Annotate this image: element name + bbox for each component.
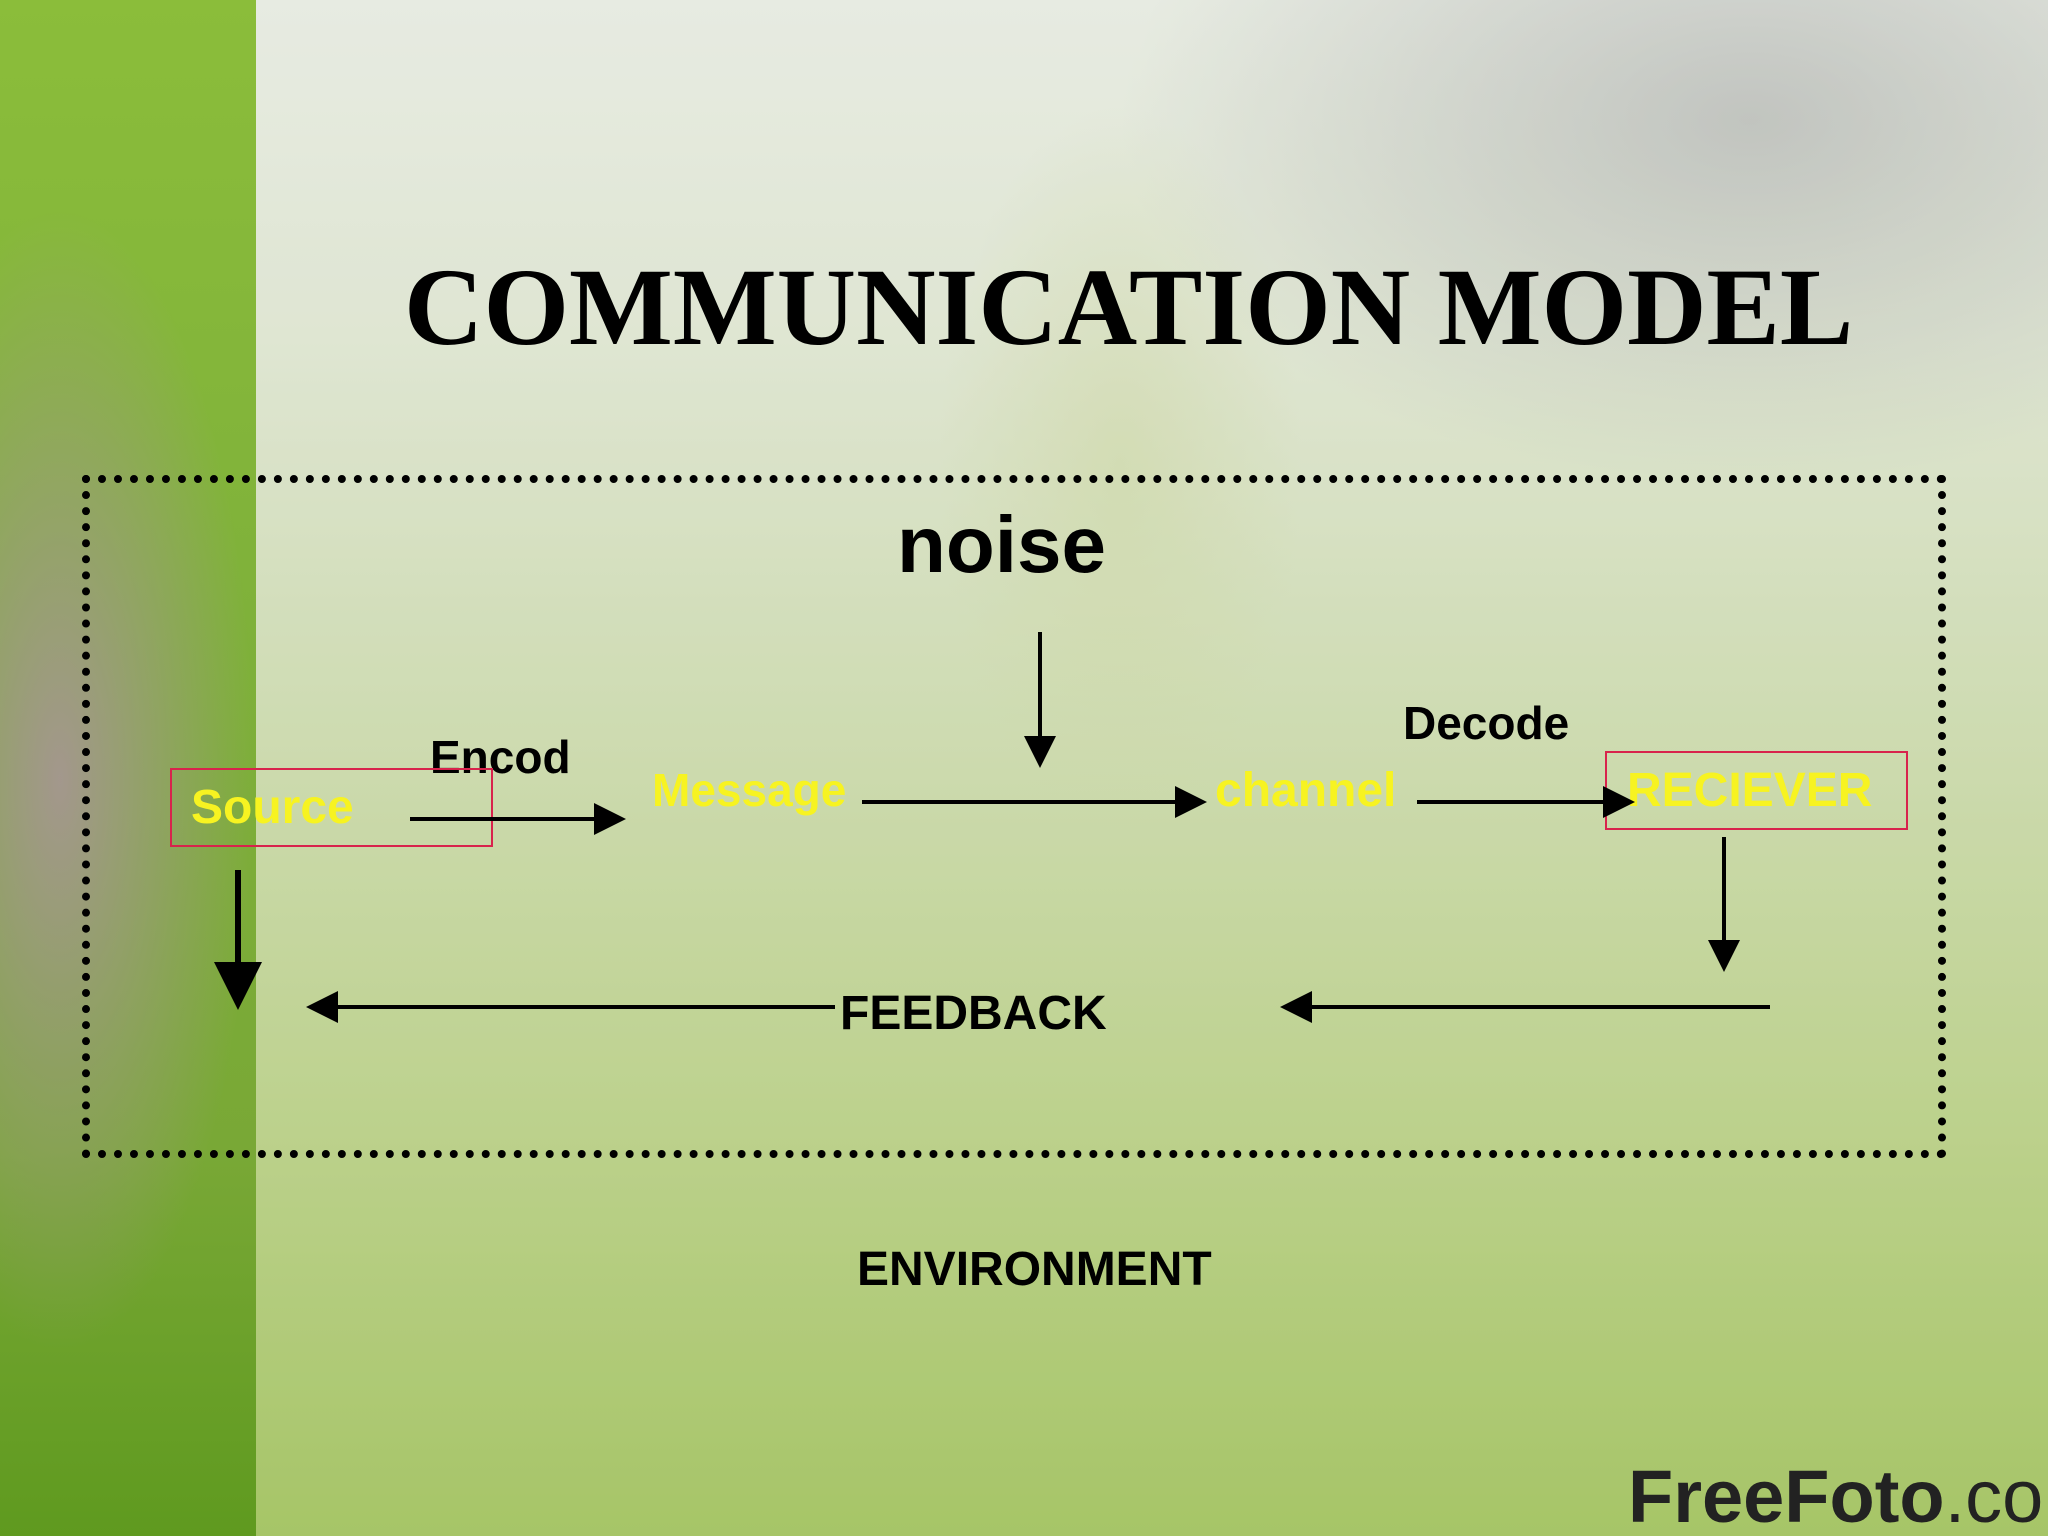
receiver-node: RECIEVER — [1627, 764, 1873, 817]
freefoto-watermark: FreeFoto.com — [1628, 1455, 2048, 1538]
environment-label: ENVIRONMENT — [857, 1243, 1212, 1296]
environment-boundary — [82, 475, 1946, 1158]
source-box — [170, 768, 493, 847]
message-node: Message — [652, 764, 847, 816]
encode-label: Encod — [430, 731, 571, 783]
slide-title: COMMUNICATION MODEL — [404, 246, 1854, 368]
source-node: Source — [191, 781, 354, 834]
channel-node: channel — [1215, 764, 1397, 817]
decode-label: Decode — [1403, 697, 1570, 749]
feedback-label: FEEDBACK — [840, 987, 1107, 1040]
background-overlay — [256, 0, 2048, 1536]
noise-label: noise — [897, 500, 1106, 589]
